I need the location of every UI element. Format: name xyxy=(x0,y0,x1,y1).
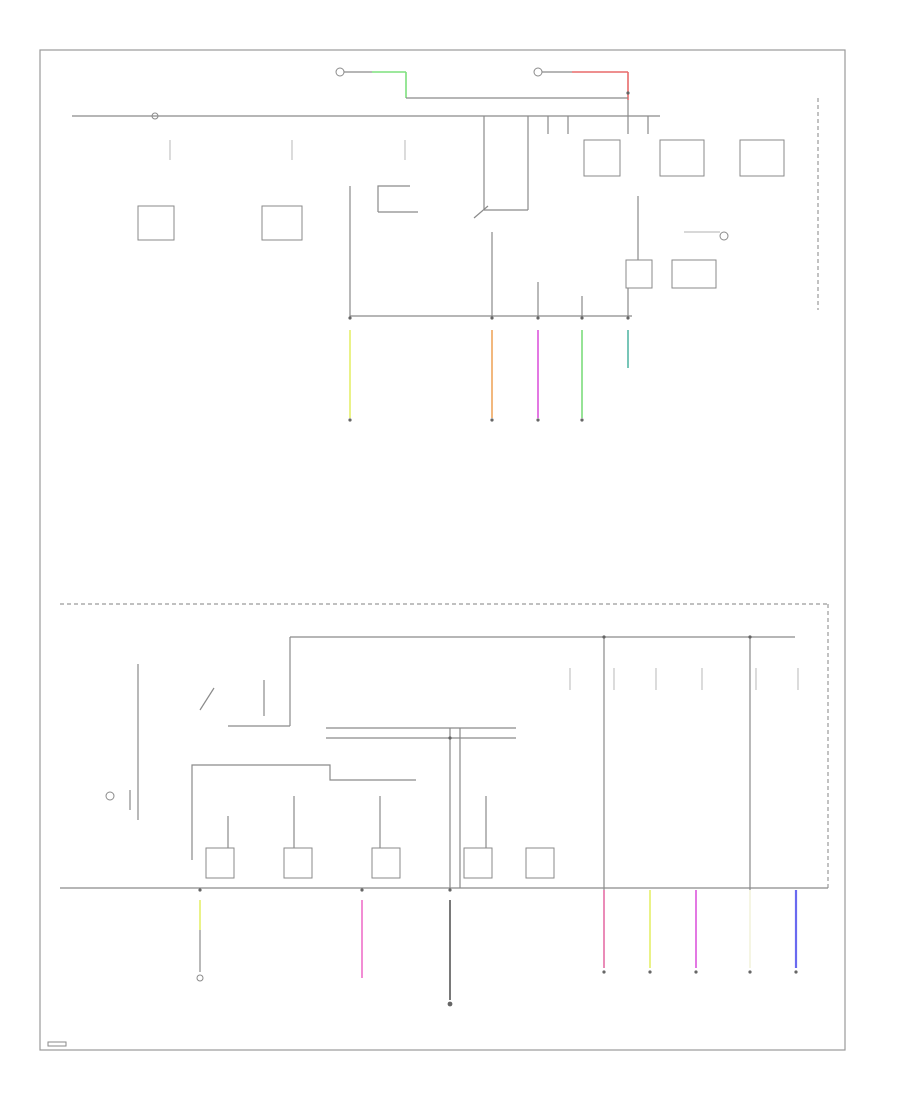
relay-box-12 xyxy=(525,847,555,879)
relay-box-7 xyxy=(671,259,717,289)
fuse-row-bottom xyxy=(569,668,799,690)
relay-box-5 xyxy=(739,139,785,177)
relay-box-1 xyxy=(137,205,175,241)
relay-box-8 xyxy=(205,847,235,879)
top-supply-left xyxy=(335,67,407,98)
diagram-frame xyxy=(39,49,846,1051)
relay-box-4 xyxy=(659,139,705,177)
relay-box-3 xyxy=(583,139,621,177)
page-marker xyxy=(47,1041,67,1047)
relay-box-2 xyxy=(261,205,303,241)
fuse-row-top xyxy=(169,140,406,160)
relay-box-9 xyxy=(283,847,313,879)
top-supply-right xyxy=(533,67,630,100)
relay-box-6 xyxy=(625,259,653,289)
relay-box-11 xyxy=(463,847,493,879)
relay-box-10 xyxy=(371,847,401,879)
